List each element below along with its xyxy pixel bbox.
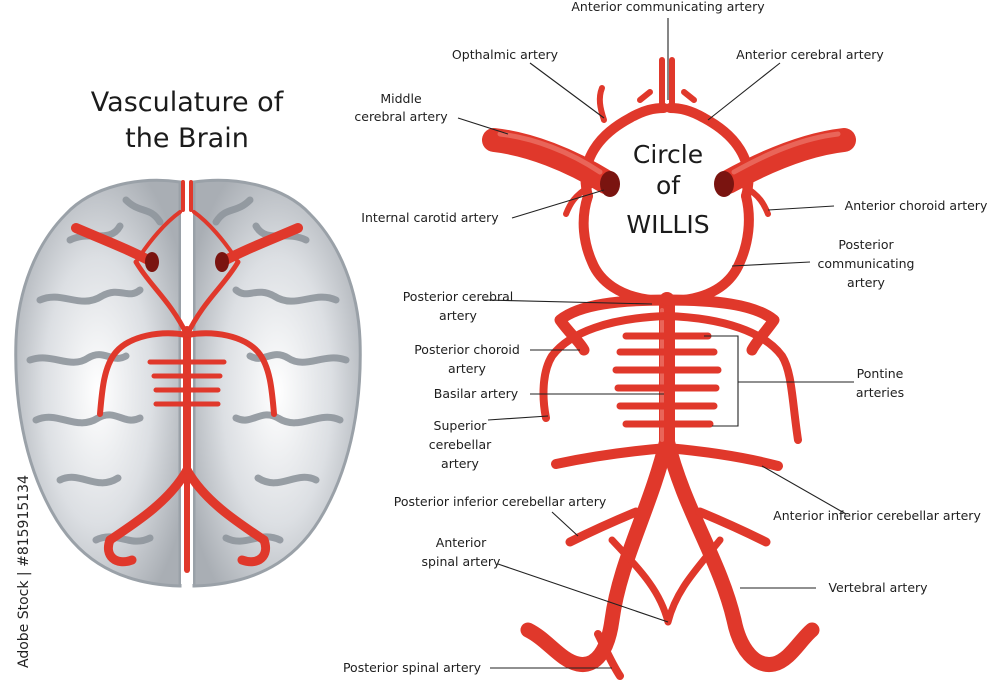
label-anterior-inferior-cerebellar: Anterior inferior cerebellar artery (773, 508, 981, 523)
label-vertebral-artery: Vertebral artery (828, 580, 928, 595)
label-middle-cerebral-artery-1: Middle (380, 91, 422, 106)
label-posterior-cerebral-2: artery (439, 308, 478, 323)
internal-carotid-opening-left (600, 171, 620, 197)
label-posterior-communicating-2: communicating (818, 256, 915, 271)
brain-arteries (71, 180, 303, 573)
circle-of-willis: Circle of WILLIS (482, 57, 856, 680)
vertebral-artery-right (659, 432, 820, 673)
label-anterior-cerebral-artery: Anterior cerebral artery (736, 47, 884, 62)
acha-right (741, 183, 771, 217)
label-internal-carotid-artery: Internal carotid artery (361, 210, 499, 225)
circle-title-line-2: of (656, 171, 681, 200)
figure-title: Vasculature of the Brain (91, 87, 285, 154)
left-hemisphere (14, 178, 182, 588)
label-anterior-communicating-artery: Anterior communicating artery (571, 0, 765, 14)
label-pontine-2: arteries (856, 385, 904, 400)
label-anterior-spinal-1: Anterior (436, 535, 487, 550)
label-posterior-choroid-1: Posterior choroid (414, 342, 520, 357)
leader-lines (457, 18, 854, 669)
right-hemisphere (192, 178, 362, 588)
label-basilar-artery: Basilar artery (434, 386, 519, 401)
label-middle-cerebral-artery-2: cerebral artery (354, 109, 448, 124)
superior-cerebellar-left (539, 312, 671, 422)
carotid-opening-left (145, 252, 159, 272)
posterior-communicating-left (578, 191, 655, 305)
internal-carotid-opening-right (714, 171, 734, 197)
aica-left (551, 443, 672, 469)
label-posterior-communicating-1: Posterior (838, 237, 894, 252)
label-pontine-1: Pontine (857, 366, 904, 381)
label-posterior-choroid-2: artery (448, 361, 487, 376)
labels: Anterior communicating artery Opthalmic … (343, 0, 988, 675)
stock-caption: Adobe Stock | #815915134 (16, 475, 32, 668)
title-line-2: the Brain (125, 123, 249, 154)
superior-cerebellar-right (663, 312, 802, 444)
brain-illustration (14, 178, 362, 588)
anterior-communicating-artery (637, 57, 697, 107)
circle-title-line-1: Circle (633, 140, 703, 169)
carotid-opening-right (215, 252, 229, 272)
pica-left (565, 507, 641, 547)
label-superior-cerebellar-1: Superior (434, 418, 488, 433)
vertebral-artery-left (520, 432, 675, 673)
middle-cerebral-right (716, 128, 856, 194)
label-opthalmic-artery: Opthalmic artery (452, 47, 559, 62)
label-posterior-spinal-artery: Posterior spinal artery (343, 660, 482, 675)
label-posterior-inferior-cerebellar: Posterior inferior cerebellar artery (394, 494, 607, 509)
posterior-spinal-branch (594, 630, 624, 680)
pica-right (695, 507, 771, 547)
label-superior-cerebellar-3: artery (441, 456, 480, 471)
label-posterior-communicating-3: artery (847, 275, 886, 290)
label-posterior-cerebral-1: Posterior cerebral (403, 289, 514, 304)
acha-left (563, 183, 593, 217)
title-line-1: Vasculature of (91, 87, 285, 118)
aica-right (662, 443, 783, 471)
posterior-communicating-right (679, 191, 754, 305)
label-anterior-choroid-artery: Anterior choroid artery (845, 198, 988, 213)
label-superior-cerebellar-2: cerebellar (429, 437, 492, 452)
pontine-arteries (612, 332, 722, 428)
label-anterior-spinal-2: spinal artery (422, 554, 501, 569)
circle-title-line-3: WILLIS (626, 210, 709, 239)
middle-cerebral-left (482, 128, 618, 194)
